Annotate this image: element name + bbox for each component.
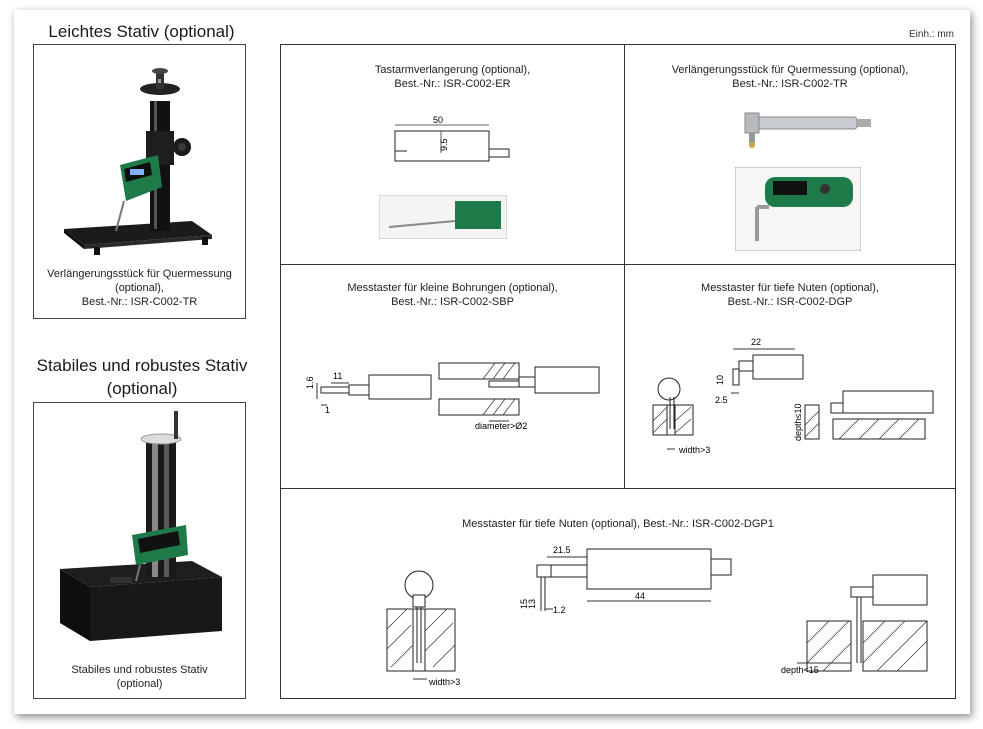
- sbp-drawing: 1.6 11 1 diameter>Ø2: [305, 362, 600, 431]
- cell-tr-title-line: Best.-Nr.: ISR-C002-TR: [732, 78, 848, 90]
- datasheet-page: Leichtes Stativ (optional): [14, 10, 970, 714]
- cell-er-title-line: Best.-Nr.: ISR-C002-ER: [394, 78, 511, 90]
- er-drawing: 50 9.5: [394, 115, 510, 162]
- dgp1-dim-4: 13: [527, 599, 537, 609]
- cell-tr: Verlängerungsstück für Quermessung (opti…: [625, 45, 955, 264]
- er-dim-length: 50: [433, 115, 443, 125]
- cell-dgp-title-line: Messtaster für tiefe Nuten (optional),: [701, 282, 879, 294]
- cell-sbp-title: Messtaster für kleine Bohrungen (optiona…: [281, 281, 624, 309]
- light-stand-caption-line: Best.-Nr.: ISR-C002-TR: [81, 296, 198, 308]
- cell-dgp-title-line: Best.-Nr.: ISR-C002-DGP: [727, 296, 853, 308]
- light-stand-caption-line: (optional),: [115, 282, 164, 294]
- cell-dgp1-title: Messtaster für tiefe Nuten (optional), B…: [462, 518, 774, 530]
- light-stand-caption: Verlängerungsstück für Quermessung (opti…: [34, 267, 245, 309]
- dgp1-drawing: width>3 21.5 44 15 13 1.2: [386, 545, 928, 687]
- dgp1-depth: depth<15: [781, 665, 819, 675]
- cell-er-title-line: Tastarmverlangerung (optional),: [374, 64, 531, 76]
- er-photo: [379, 195, 507, 239]
- stable-stand-caption-line: (optional): [116, 678, 163, 690]
- dgp-width: width>3: [678, 445, 710, 455]
- light-stand-caption-line: Verlängerungsstück für Quermessung: [47, 268, 232, 280]
- grid-divider: [281, 264, 955, 265]
- er-dim-height: 9.5: [439, 138, 449, 151]
- light-stand-card: Verlängerungsstück für Quermessung (opti…: [33, 44, 246, 319]
- cell-sbp: Messtaster für kleine Bohrungen (optiona…: [281, 265, 624, 488]
- stable-stand-heading-line: (optional): [106, 379, 178, 398]
- stable-stand-heading: Stabiles und robustes Stativ (optional): [22, 354, 262, 400]
- dgp-dim-3: 2.5: [715, 395, 728, 405]
- cell-sbp-title-line: Messtaster für kleine Bohrungen (optiona…: [347, 282, 558, 294]
- tr-instrument-photo: [735, 167, 861, 251]
- cell-er-title: Tastarmverlangerung (optional), Best.-Nr…: [281, 63, 624, 91]
- stable-stand-caption-line: Stabiles und robustes Stativ: [71, 664, 208, 676]
- cell-er: Tastarmverlangerung (optional), Best.-Nr…: [281, 45, 624, 264]
- dgp1-dim-5: 1.2: [553, 605, 566, 615]
- sbp-dim-1: 1.6: [305, 376, 315, 389]
- sbp-dim-2: 11: [333, 371, 342, 381]
- accessory-grid: Tastarmverlangerung (optional), Best.-Nr…: [280, 44, 956, 699]
- cell-dgp-title: Messtaster für tiefe Nuten (optional), B…: [625, 281, 955, 309]
- sbp-note: diameter>Ø2: [475, 421, 527, 431]
- stable-stand-heading-line: Stabiles und robustes Stativ: [36, 356, 248, 375]
- cell-dgp: Messtaster für tiefe Nuten (optional), B…: [625, 265, 955, 488]
- tr-part-photo: [744, 112, 871, 148]
- cell-tr-title: Verlängerungsstück für Quermessung (opti…: [625, 63, 955, 91]
- dgp1-dim-1: 21.5: [553, 545, 571, 555]
- dgp1-dim-2: 44: [635, 591, 645, 601]
- cell-dgp1: Messtaster für tiefe Nuten (optional), B…: [281, 489, 955, 698]
- sbp-dim-3: 1: [325, 405, 330, 415]
- grid-divider: [624, 45, 625, 488]
- cell-tr-title-line: Verlängerungsstück für Quermessung (opti…: [671, 64, 909, 76]
- dgp1-width: width>3: [428, 677, 460, 687]
- dgp-drawing: 22 10 2.5 width>3: [652, 337, 934, 455]
- unit-label: Einh.: mm: [908, 29, 954, 40]
- stable-stand-card: Stabiles und robustes Stativ (optional): [33, 402, 246, 699]
- dgp-dim-1: 22: [751, 337, 761, 347]
- dgp1-dim-3: 15: [519, 599, 529, 609]
- dgp-depth: depth≤10: [793, 404, 803, 441]
- cell-sbp-title-line: Best.-Nr.: ISR-C002-SBP: [391, 296, 514, 308]
- stable-stand-caption: Stabiles und robustes Stativ (optional): [34, 663, 245, 691]
- stable-stand-photo: [60, 411, 222, 641]
- dgp-dim-2: 10: [715, 375, 725, 385]
- light-stand-photo: [64, 68, 212, 255]
- light-stand-heading: Leichtes Stativ (optional): [48, 22, 235, 41]
- grid-divider: [281, 488, 955, 489]
